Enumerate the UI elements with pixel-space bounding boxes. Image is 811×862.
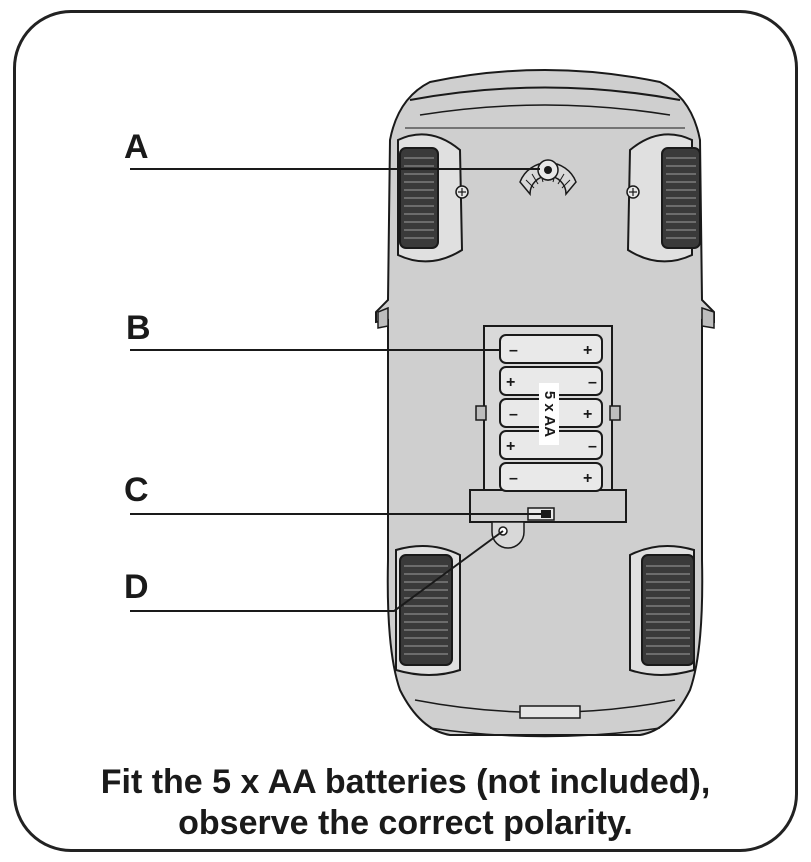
svg-text:–: –: [509, 342, 518, 359]
tire-front-left: [399, 147, 439, 249]
svg-text:+: +: [583, 342, 592, 359]
svg-text:–: –: [509, 470, 518, 487]
tire-rear-right: [641, 554, 695, 666]
battery: – +: [499, 462, 603, 492]
tire-rear-left: [399, 554, 453, 666]
caption-line-2: observe the correct polarity.: [178, 804, 633, 842]
svg-text:–: –: [588, 374, 597, 391]
svg-text:+: +: [506, 438, 515, 455]
svg-text:+: +: [583, 470, 592, 487]
screw-icon: [626, 185, 640, 199]
battery: – +: [499, 334, 603, 364]
callout-label-d: D: [124, 568, 149, 606]
steering-trim-dial: [519, 159, 577, 197]
battery-type-label: 5 x AA: [541, 391, 558, 437]
svg-text:+: +: [583, 406, 592, 423]
battery-type-label-bg: [539, 383, 559, 445]
callout-label-a: A: [124, 128, 149, 166]
callout-label-b: B: [126, 309, 151, 347]
svg-text:–: –: [509, 406, 518, 423]
screw-icon: [455, 185, 469, 199]
svg-text:+: +: [506, 374, 515, 391]
tire-front-right: [661, 147, 701, 249]
instruction-caption: Fit the 5 x AA batteries (not included),…: [20, 762, 791, 844]
battery: + –: [499, 366, 603, 396]
callout-line-d: [130, 530, 504, 612]
caption-line-1: Fit the 5 x AA batteries (not included),: [100, 763, 711, 801]
callout-label-c: C: [124, 471, 149, 509]
svg-text:–: –: [588, 438, 597, 455]
